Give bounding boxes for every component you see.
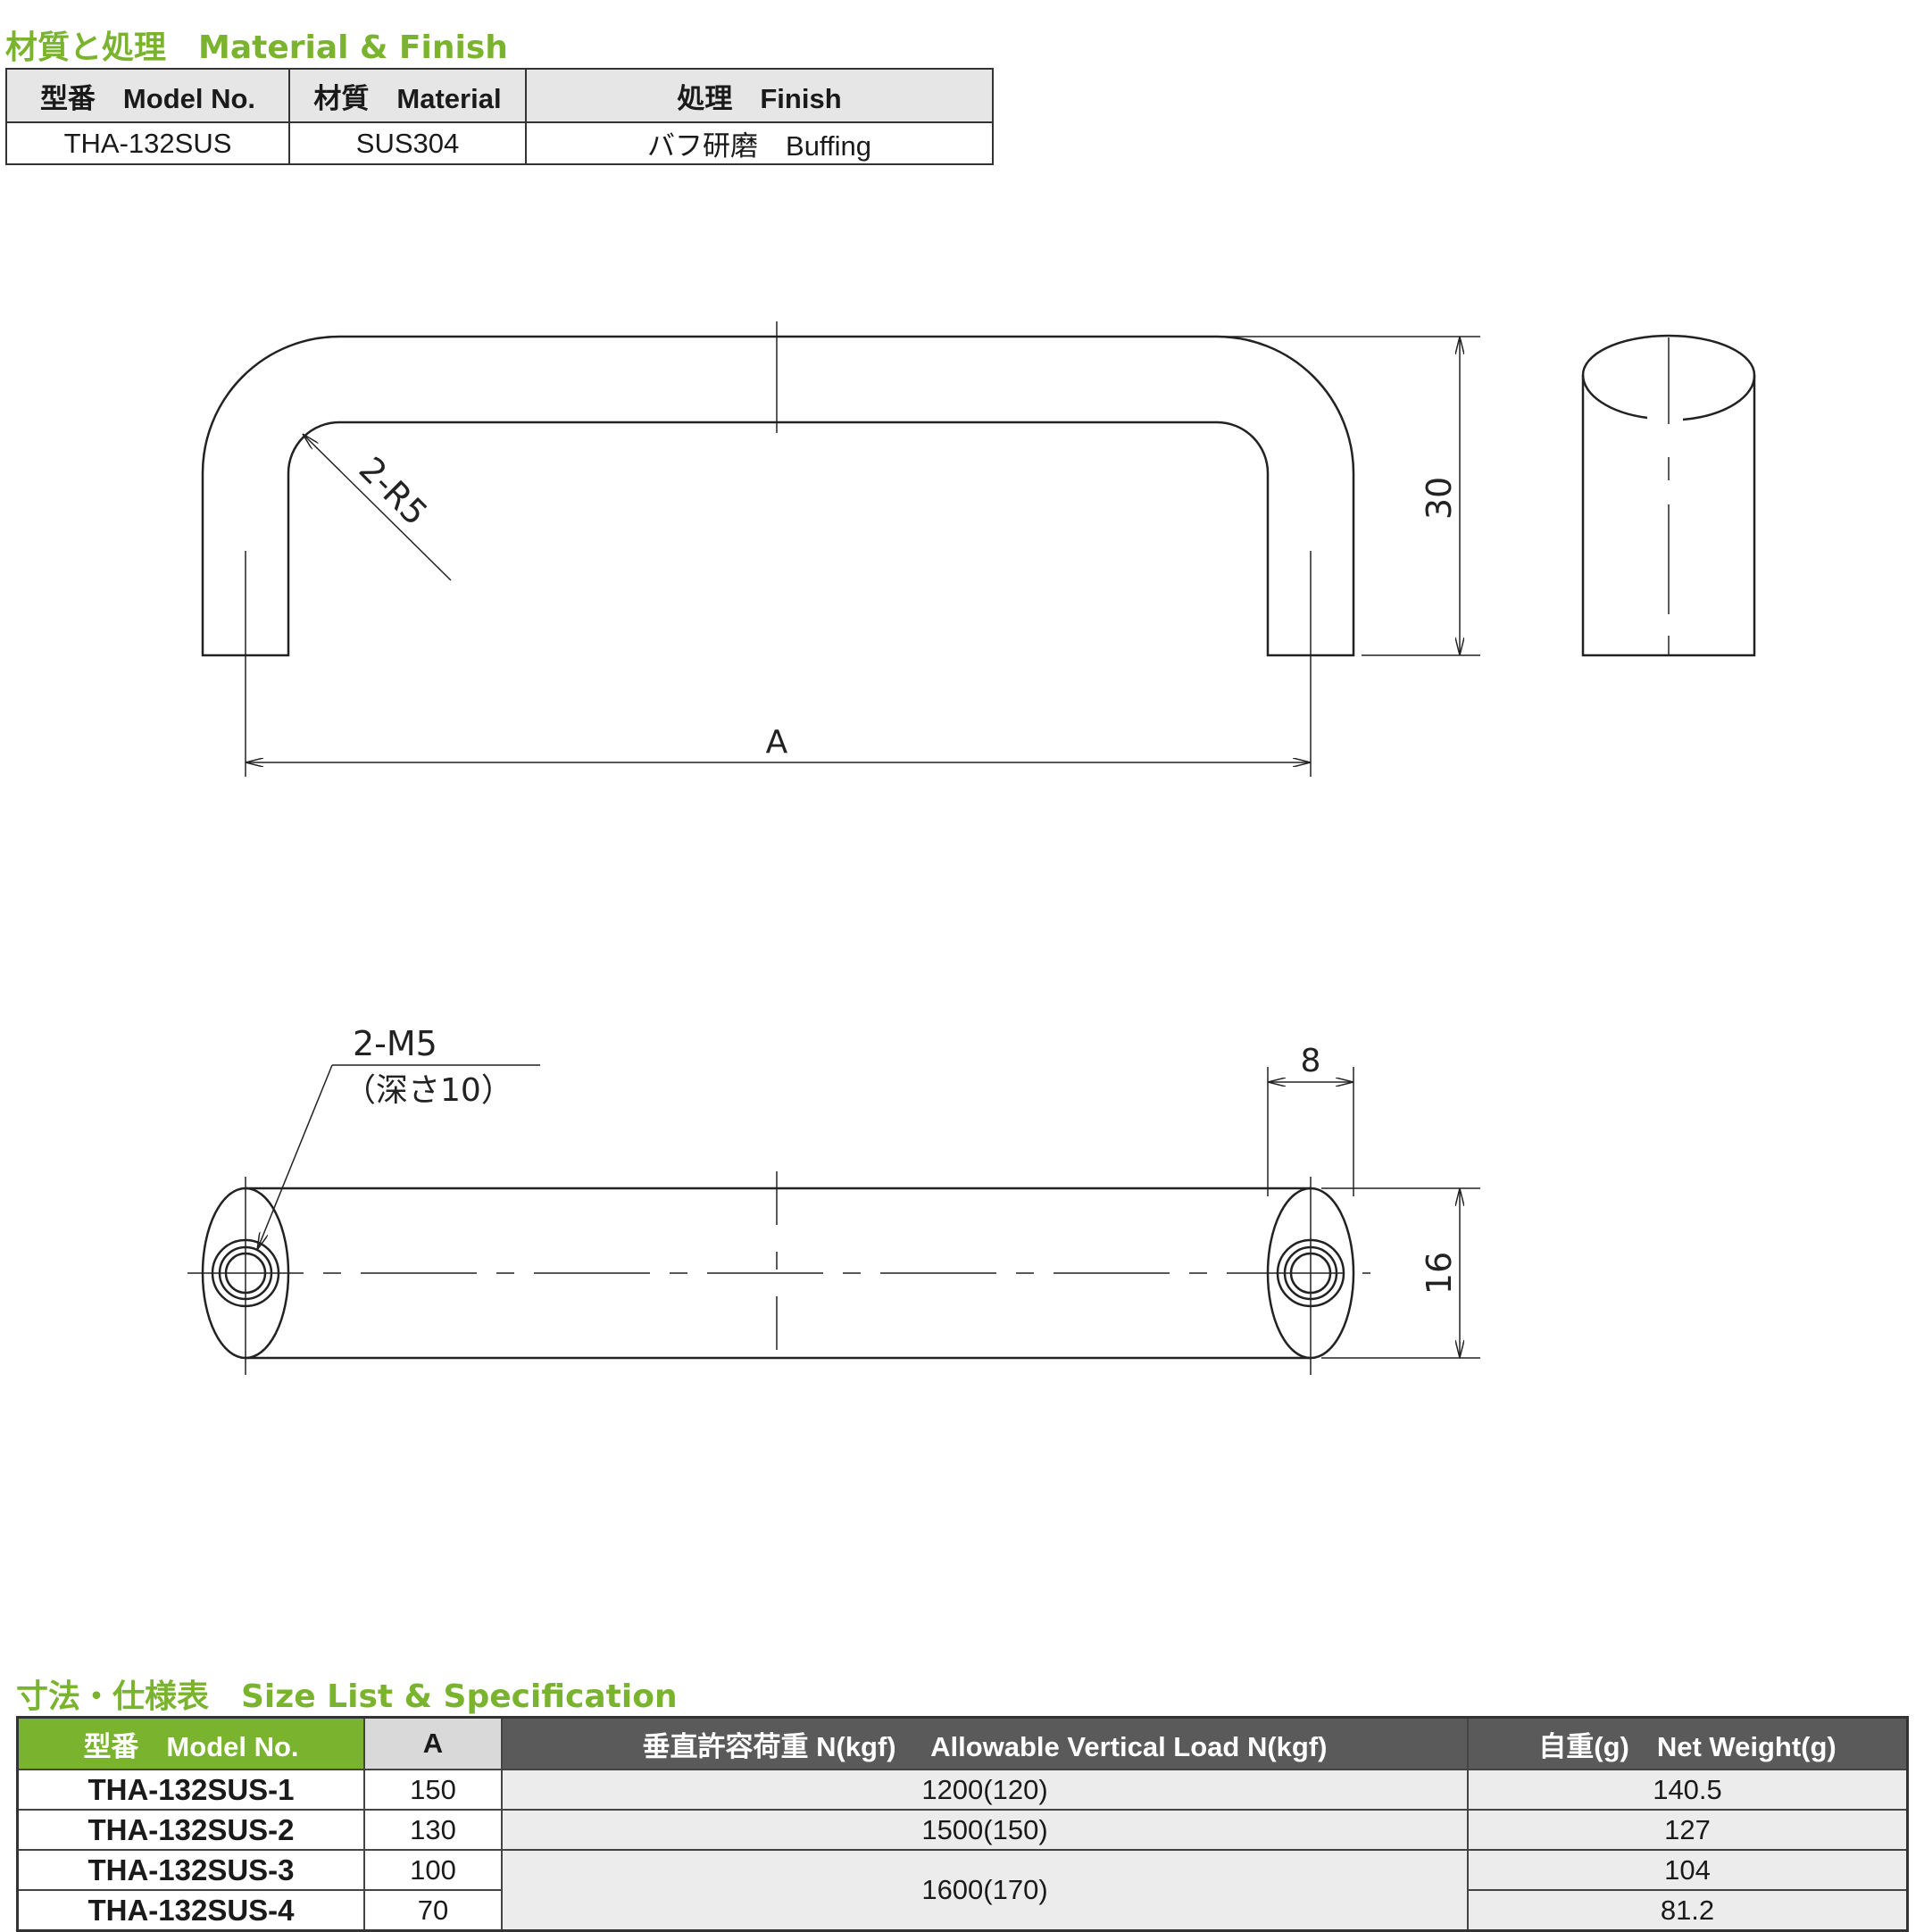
spec-weight-header: 自重(g) Net Weight(g) <box>1467 1716 1909 1770</box>
material-value: SUS304 <box>288 121 527 165</box>
row-model: THA-132SUS-3 <box>16 1849 365 1891</box>
radius-leader: 2-R5 <box>303 434 452 581</box>
height-dimension <box>1223 336 1480 656</box>
end-width-label: 8 <box>1301 1043 1321 1079</box>
handle-outer-outline <box>201 335 1355 657</box>
row-weight: 104 <box>1467 1849 1909 1891</box>
spec-table: 型番 Model No. A 垂直許容荷重 N(kgf) Allowable V… <box>16 1716 1909 1932</box>
handle-side-view <box>1581 334 1756 657</box>
model-header: 型番 Model No. <box>5 68 290 123</box>
spec-load-header: 垂直許容荷重 N(kgf) Allowable Vertical Load N(… <box>501 1716 1469 1770</box>
handle-front-view <box>201 335 1355 657</box>
pitch-label: A <box>766 724 788 761</box>
row-a: 70 <box>363 1889 503 1932</box>
table-row: THA-132SUS-1 150 1200(120) 140.5 <box>16 1769 1909 1811</box>
height-label: 30 <box>1420 477 1459 520</box>
spec-model-header: 型番 Model No. <box>16 1716 365 1770</box>
bottom-center-lines <box>187 1171 1370 1375</box>
radius-label: 2-R5 <box>352 449 436 533</box>
row-a: 130 <box>363 1809 503 1851</box>
spec-a-header: A <box>363 1716 503 1770</box>
row-model: THA-132SUS-1 <box>16 1769 365 1811</box>
row-model: THA-132SUS-2 <box>16 1809 365 1851</box>
row-weight: 81.2 <box>1467 1889 1909 1932</box>
front-center-lines <box>245 321 1312 777</box>
width-dimension <box>1321 1187 1480 1359</box>
depth-label: （深さ10） <box>344 1072 513 1109</box>
row-a: 100 <box>363 1849 503 1891</box>
row-load: 1600(170) <box>501 1849 1469 1932</box>
row-load: 1200(120) <box>501 1769 1469 1811</box>
row-model: THA-132SUS-4 <box>16 1889 365 1932</box>
material-section-title: 材質と処理 Material & Finish <box>5 29 508 66</box>
row-a: 150 <box>363 1769 503 1811</box>
table-row: THA-132SUS-3 100 1600(170) 104 <box>16 1849 1909 1932</box>
row-weight: 140.5 <box>1467 1769 1909 1811</box>
material-header: 材質 Material <box>288 68 527 123</box>
width-label: 16 <box>1420 1252 1459 1295</box>
finish-value: バフ研磨 Buffing <box>525 121 994 165</box>
model-value: THA-132SUS <box>5 121 290 165</box>
end-width-dimension <box>1267 1067 1354 1196</box>
row-weight: 127 <box>1467 1809 1909 1851</box>
table-row: THA-132SUS-4 70 81.2 <box>16 1889 1909 1932</box>
row-load: 1500(150) <box>501 1809 1469 1851</box>
finish-header: 処理 Finish <box>525 68 994 123</box>
technical-drawing: 2-R5 30 A <box>187 321 1756 1375</box>
material-table: 型番 Model No. 材質 Material 処理 Finish THA-1… <box>5 68 994 165</box>
spec-section-title: 寸法・仕様表 Size List & Specification <box>16 1678 678 1715</box>
thread-label: 2-M5 <box>353 1024 437 1063</box>
thread-leader <box>257 1064 540 1250</box>
table-row: THA-132SUS-2 130 1500(150) 127 <box>16 1809 1909 1851</box>
